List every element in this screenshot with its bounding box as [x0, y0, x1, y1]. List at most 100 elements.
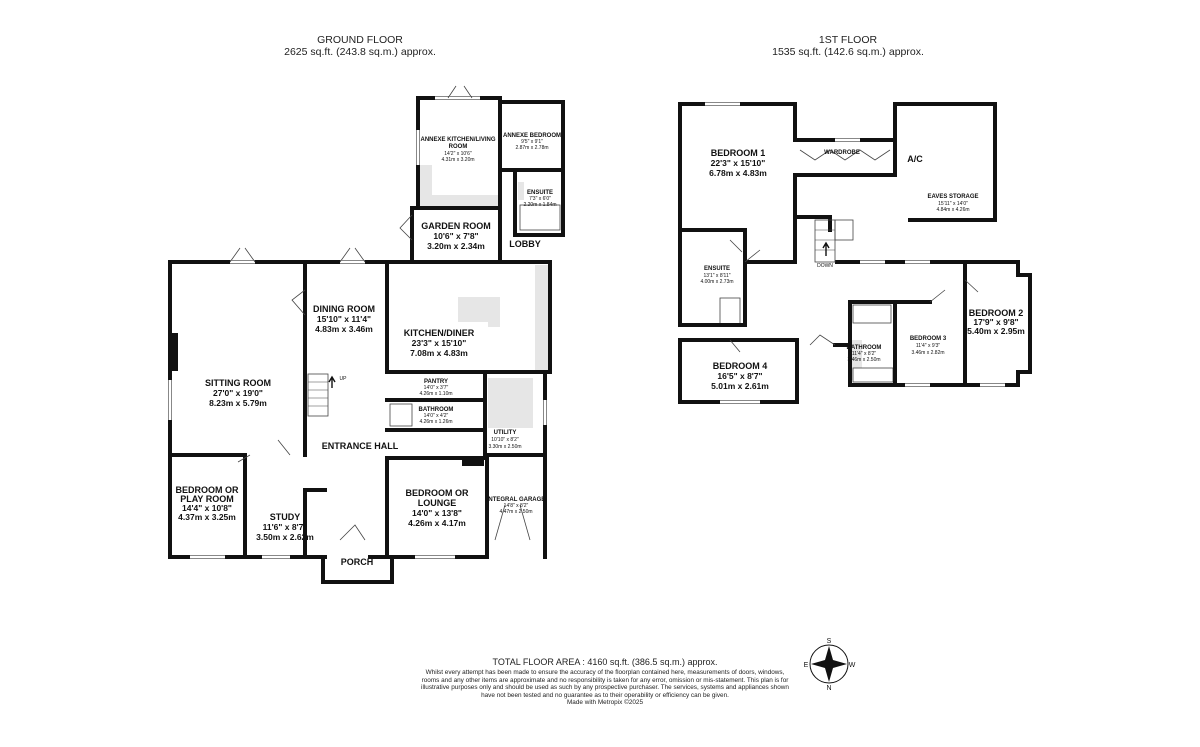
room-bedroom-1: BEDROOM 1 22'3" x 15'10" 6.78m x 4.83m	[709, 148, 767, 178]
first-floor-area: 1535 sq.ft. (142.6 sq.m.) approx.	[772, 46, 924, 58]
bathroom-metric-label: 4.26m x 1.26m	[419, 419, 452, 425]
room-dining-room: DINING ROOM 15'10" x 11'4" 4.83m x 3.46m	[313, 304, 375, 334]
sitting-room-metric-label: 8.23m x 5.79m	[209, 398, 267, 408]
annexe-ensuite-metric-label: 2.20m x 1.84m	[523, 202, 556, 208]
room-bedroom-3: BEDROOM 3 11'4" x 9'3" 3.46m x 2.82m	[910, 336, 947, 356]
room-bedroom-lounge: BEDROOM OR LOUNGE 14'0" x 13'8" 4.26m x …	[406, 488, 470, 528]
bedroom2-imperial-label: 17'9" x 9'8"	[973, 317, 1018, 327]
bedroom4-imperial-label: 16'5" x 8'7"	[717, 371, 762, 381]
bedroom1-name-label: BEDROOM 1	[711, 148, 766, 158]
ground-floor-stairs: UP	[307, 373, 348, 417]
utility-name-label: UTILITY	[494, 430, 517, 436]
compass-w: W	[849, 662, 856, 669]
bathroom-imperial-label: 14'0" x 4'2"	[424, 413, 449, 419]
ground-floor-area: 2625 sq.ft. (243.8 sq.m.) approx.	[284, 46, 436, 58]
bedroom1-imperial-label: 22'3" x 15'10"	[711, 158, 766, 168]
stairs-arrow-icon	[328, 375, 336, 388]
room-bedroom-2: BEDROOM 2 17'9" x 9'8" 5.40m x 2.95m	[967, 308, 1025, 336]
room-ensuite-first: ENSUITE 13'1" x 8'11" 4.00m x 2.73m	[700, 266, 733, 285]
annexe-ensuite-name-label: ENSUITE	[527, 190, 553, 196]
annexe-kitchen-metric-label: 4.31m x 3.20m	[441, 157, 474, 163]
compass-icon: S N E W	[804, 638, 856, 692]
bedroom-lounge-name1-label: BEDROOM OR	[406, 488, 470, 498]
room-utility: UTILITY 10'10" x 8'2" 3.30m x 2.50m	[488, 430, 521, 450]
bathroom-imperial-label: 11'4" x 8'2"	[852, 351, 876, 357]
annexe-bedroom-name-label: ANNEXE BEDROOM	[503, 133, 561, 139]
room-ac: A/C	[907, 154, 923, 164]
bathroom-metric-label: 3.46m x 2.50m	[847, 357, 880, 363]
room-bedroom-4: BEDROOM 4 16'5" x 8'7" 5.01m x 2.61m	[711, 361, 769, 391]
ground-floor-walls	[168, 96, 565, 584]
room-pantry: PANTRY 14'0" x 3'7" 4.26m x 1.10m	[419, 379, 452, 397]
ensuite-imperial-label: 13'1" x 8'11"	[703, 273, 730, 279]
bedroom-play-name2-label: PLAY ROOM	[180, 494, 234, 504]
bedroom3-metric-label: 3.46m x 2.82m	[911, 350, 944, 356]
study-name-label: STUDY	[270, 512, 301, 522]
utility-metric-label: 3.30m x 2.50m	[488, 444, 521, 450]
bedroom4-metric-label: 5.01m x 2.61m	[711, 381, 769, 391]
garage-name-label: INTEGRAL GARAGE	[487, 497, 546, 503]
sitting-room-imperial-label: 27'0" x 19'0"	[213, 388, 263, 398]
eaves-name-label: EAVES STORAGE	[927, 194, 978, 200]
dining-room-name-label: DINING ROOM	[313, 304, 375, 314]
first-floor-walls	[678, 102, 1032, 404]
made-with: Made with Metropix ©2025	[566, 699, 644, 707]
room-porch: PORCH	[341, 557, 374, 567]
room-annexe-bedroom: ANNEXE BEDROOM 9'5" x 9'1" 2.87m x 2.78m	[503, 133, 561, 151]
annexe-bedroom-metric-label: 2.87m x 2.78m	[515, 145, 548, 151]
room-wardrobe: WARDROBE	[824, 150, 860, 156]
room-sitting-room: SITTING ROOM 27'0" x 19'0" 8.23m x 5.79m	[205, 378, 271, 408]
annexe-kitchen-name2-label: ROOM	[449, 144, 468, 150]
disclaimer: Whilst every attempt has been made to en…	[421, 669, 789, 699]
room-kitchen-diner: KITCHEN/DINER 23'3" x 15'10" 7.08m x 4.8…	[404, 328, 475, 358]
total-floor-area: TOTAL FLOOR AREA : 4160 sq.ft. (386.5 sq…	[492, 657, 718, 667]
stairs-down-label: DOWN	[817, 263, 833, 269]
ensuite-name-label: ENSUITE	[704, 266, 730, 272]
bedroom2-metric-label: 5.40m x 2.95m	[967, 326, 1025, 336]
room-bathroom-first: BATHROOM 11'4" x 8'2" 3.46m x 2.50m	[847, 345, 882, 363]
footer: TOTAL FLOOR AREA : 4160 sq.ft. (386.5 sq…	[420, 657, 790, 707]
room-eaves-storage: EAVES STORAGE 15'11" x 14'0" 4.84m x 4.2…	[927, 194, 978, 213]
compass-n: N	[826, 685, 831, 692]
bedroom4-name-label: BEDROOM 4	[713, 361, 768, 371]
first-floor-stairs: DOWN	[814, 219, 854, 269]
kitchen-diner-metric-label: 7.08m x 4.83m	[410, 348, 468, 358]
kitchen-diner-imperial-label: 23'3" x 15'10"	[412, 338, 467, 348]
bedroom-lounge-metric-label: 4.26m x 4.17m	[408, 518, 466, 528]
study-imperial-label: 11'6" x 8'7"	[263, 522, 308, 532]
ground-floor-doors	[229, 85, 531, 541]
first-floor-doors	[729, 149, 979, 353]
first-floor-fixtures	[719, 297, 894, 383]
room-garden-room: GARDEN ROOM 10'6" x 7'8" 3.20m x 2.34m	[421, 221, 491, 251]
first-floor-header: 1ST FLOOR 1535 sq.ft. (142.6 sq.m.) appr…	[718, 34, 978, 58]
sitting-room-name-label: SITTING ROOM	[205, 378, 271, 388]
garage-imperial-label: 14'8" x 8'2"	[504, 503, 529, 509]
pantry-metric-label: 4.26m x 1.10m	[419, 391, 452, 397]
bedroom-play-name1-label: BEDROOM OR	[176, 485, 240, 495]
annexe-bedroom-imperial-label: 9'5" x 9'1"	[521, 139, 543, 145]
bedroom1-metric-label: 6.78m x 4.83m	[709, 168, 767, 178]
ground-floor-header: GROUND FLOOR 2625 sq.ft. (243.8 sq.m.) a…	[230, 34, 490, 58]
first-floor-title: 1ST FLOOR	[818, 34, 878, 46]
ensuite-metric-label: 4.00m x 2.73m	[700, 279, 733, 285]
stairs-arrow-icon	[822, 241, 830, 256]
garden-room-imperial-label: 10'6" x 7'8"	[433, 231, 478, 241]
bedroom-play-imperial-label: 14'4" x 10'8"	[182, 503, 232, 513]
bathroom-name-label: BATHROOM	[847, 345, 882, 351]
room-study: STUDY 11'6" x 8'7" 3.50m x 2.62m	[256, 512, 314, 542]
bedroom-lounge-imperial-label: 14'0" x 13'8"	[412, 508, 462, 518]
room-entrance-hall: ENTRANCE HALL	[322, 441, 399, 451]
bathroom-name-label: BATHROOM	[419, 407, 454, 413]
stairs-up-label: UP	[340, 376, 348, 382]
pantry-name-label: PANTRY	[424, 379, 448, 385]
annexe-ensuite-imperial-label: 7'3" x 6'0"	[529, 196, 551, 202]
ground-floor-title: GROUND FLOOR	[317, 34, 403, 46]
room-bathroom-ground: BATHROOM 14'0" x 4'2" 4.26m x 1.26m	[419, 407, 454, 425]
room-lobby: LOBBY	[509, 239, 541, 249]
eaves-metric-label: 4.84m x 4.26m	[936, 207, 969, 213]
bedroom3-imperial-label: 11'4" x 9'3"	[916, 343, 940, 349]
dining-room-imperial-label: 15'10" x 11'4"	[317, 314, 371, 324]
pantry-imperial-label: 14'0" x 3'7"	[424, 385, 449, 391]
room-garage: INTEGRAL GARAGE 14'8" x 8'2" 4.47m x 2.5…	[487, 497, 546, 515]
